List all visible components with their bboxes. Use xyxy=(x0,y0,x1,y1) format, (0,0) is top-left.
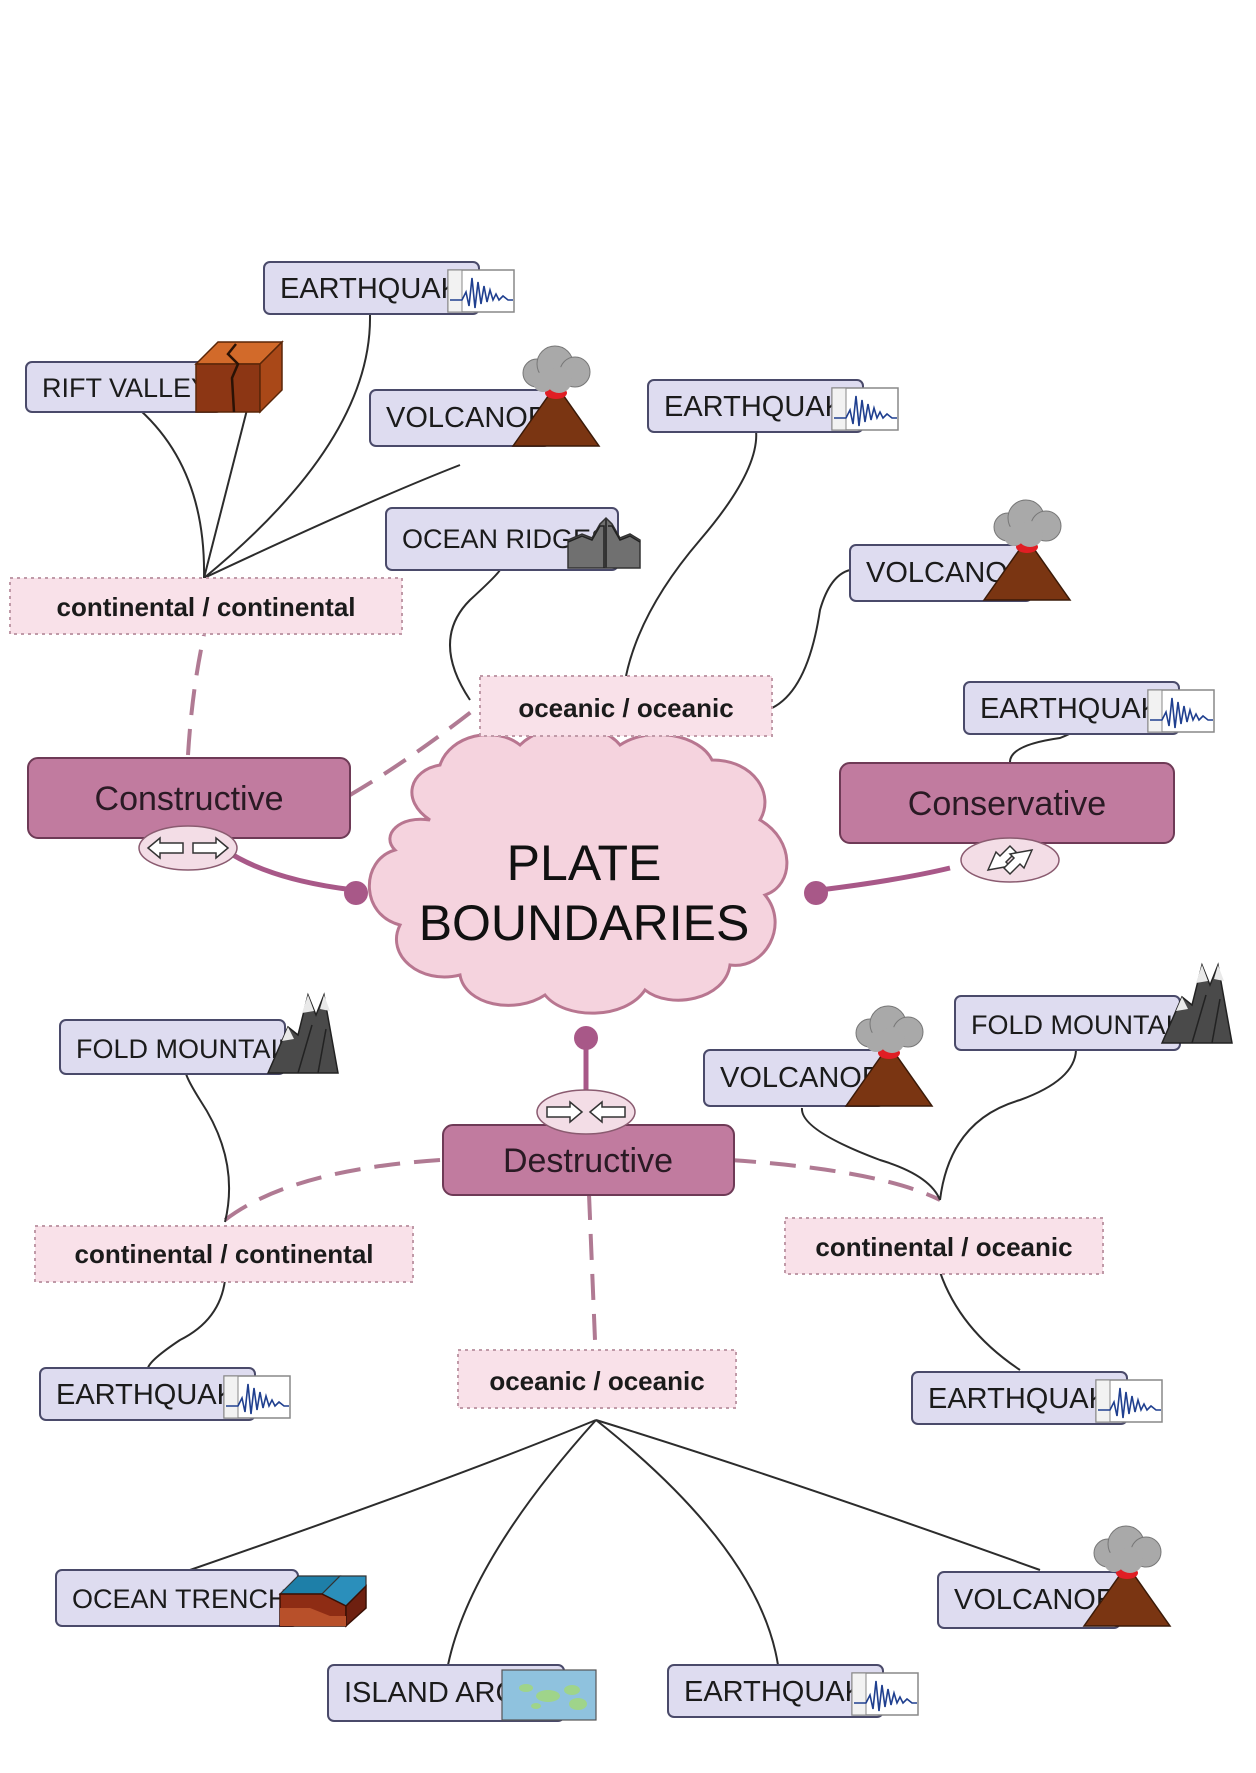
destructive-co-node[interactable]: continental / oceanic xyxy=(784,1217,1104,1275)
leaf-fold-mountains[interactable]: FOLD MOUNTAINS xyxy=(954,964,1233,1051)
destructive-co-label: continental / oceanic xyxy=(815,1232,1072,1262)
center-title-line2: BOUNDARIES xyxy=(419,895,750,951)
center-title-line1: PLATE xyxy=(507,835,662,891)
destructive-cc-node[interactable]: continental / continental xyxy=(34,1225,414,1283)
connectors xyxy=(139,314,1077,1666)
trench-icon xyxy=(279,1575,367,1627)
leaf-ocean-trenches[interactable]: OCEAN TRENCHES xyxy=(55,1569,367,1627)
constructive-cc-label: continental / continental xyxy=(56,592,355,622)
seismograph-icon xyxy=(851,1672,919,1716)
leaf-earthquakes[interactable]: EARTHQUAKES xyxy=(39,1367,291,1421)
diverging-arrows-icon xyxy=(138,825,238,871)
seismograph-icon xyxy=(831,387,899,431)
leaf-island-arcs[interactable]: ISLAND ARCS xyxy=(327,1664,597,1722)
seismograph-icon xyxy=(1095,1379,1163,1423)
destructive-cc-label: continental / continental xyxy=(74,1239,373,1269)
leaf-fold-mountains[interactable]: FOLD MOUNTAINS xyxy=(59,994,339,1075)
leaf-volcanoes[interactable]: VOLCANOES xyxy=(703,1005,933,1107)
seismograph-icon xyxy=(223,1375,291,1419)
constructive-node[interactable]: Constructive xyxy=(27,757,351,839)
conservative-node[interactable]: Conservative xyxy=(839,762,1175,844)
seismograph-icon xyxy=(447,269,515,313)
seismograph-icon xyxy=(1147,689,1215,733)
island-map-icon xyxy=(501,1669,597,1721)
leaf-volcanoes[interactable]: VOLCANOES xyxy=(849,499,1071,602)
leaf-volcanoes[interactable]: VOLCANOES xyxy=(369,345,600,447)
leaf-earthquakes[interactable]: EARTHQUAKES xyxy=(963,681,1215,735)
constructive-cc-node[interactable]: continental / continental xyxy=(9,577,403,635)
destructive-node[interactable]: Destructive xyxy=(442,1124,735,1196)
constructive-label: Constructive xyxy=(95,780,284,818)
leaf-ocean-ridges[interactable]: OCEAN RIDGES xyxy=(385,507,641,571)
sliding-arrows-icon xyxy=(960,837,1060,883)
destructive-label: Destructive xyxy=(503,1142,673,1180)
rift-valley-icon xyxy=(194,340,284,414)
destructive-oo-node[interactable]: oceanic / oceanic xyxy=(457,1349,737,1409)
constructive-oo-label: oceanic / oceanic xyxy=(518,693,733,723)
leaf-earthquakes[interactable]: EARTHQUAKES xyxy=(911,1371,1163,1425)
leaf-earthquakes[interactable]: EARTHQUAKES xyxy=(667,1664,919,1718)
leaf-earthquakes[interactable]: EARTHQUAKES xyxy=(647,379,899,433)
converging-arrows-icon xyxy=(536,1089,636,1135)
destructive-oo-label: oceanic / oceanic xyxy=(489,1366,704,1396)
constructive-oo-node[interactable]: oceanic / oceanic xyxy=(479,675,773,737)
leaf-earthquakes[interactable]: EARTHQUAKES xyxy=(263,261,515,315)
leaf-rift-valleys[interactable]: RIFT VALLEYS xyxy=(25,340,284,414)
conservative-label: Conservative xyxy=(908,785,1106,823)
center-cloud-node[interactable]: PLATE BOUNDARIES xyxy=(367,724,789,1015)
leaf-volcanoes[interactable]: VOLCANOES xyxy=(937,1525,1171,1629)
